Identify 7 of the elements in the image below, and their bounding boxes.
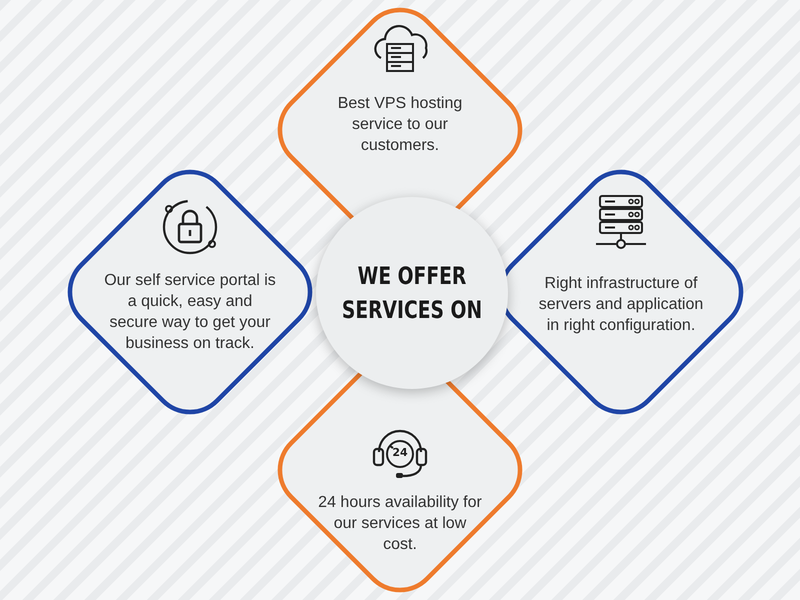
description-text: Right infrastructure of servers and application in right configuration. [538, 274, 704, 336]
hours-number: 24 [391, 446, 409, 459]
description-text: Our self service portal is a quick, easy and secure way to get your business on track. [103, 271, 277, 354]
center-circle [316, 197, 508, 389]
heading: WE OFFER SERVICES ON [340, 261, 484, 326]
description-text: 24 hours availability for our services at low cost. [318, 493, 482, 555]
description-text: Best VPS hosting service to our customers. [336, 94, 464, 156]
